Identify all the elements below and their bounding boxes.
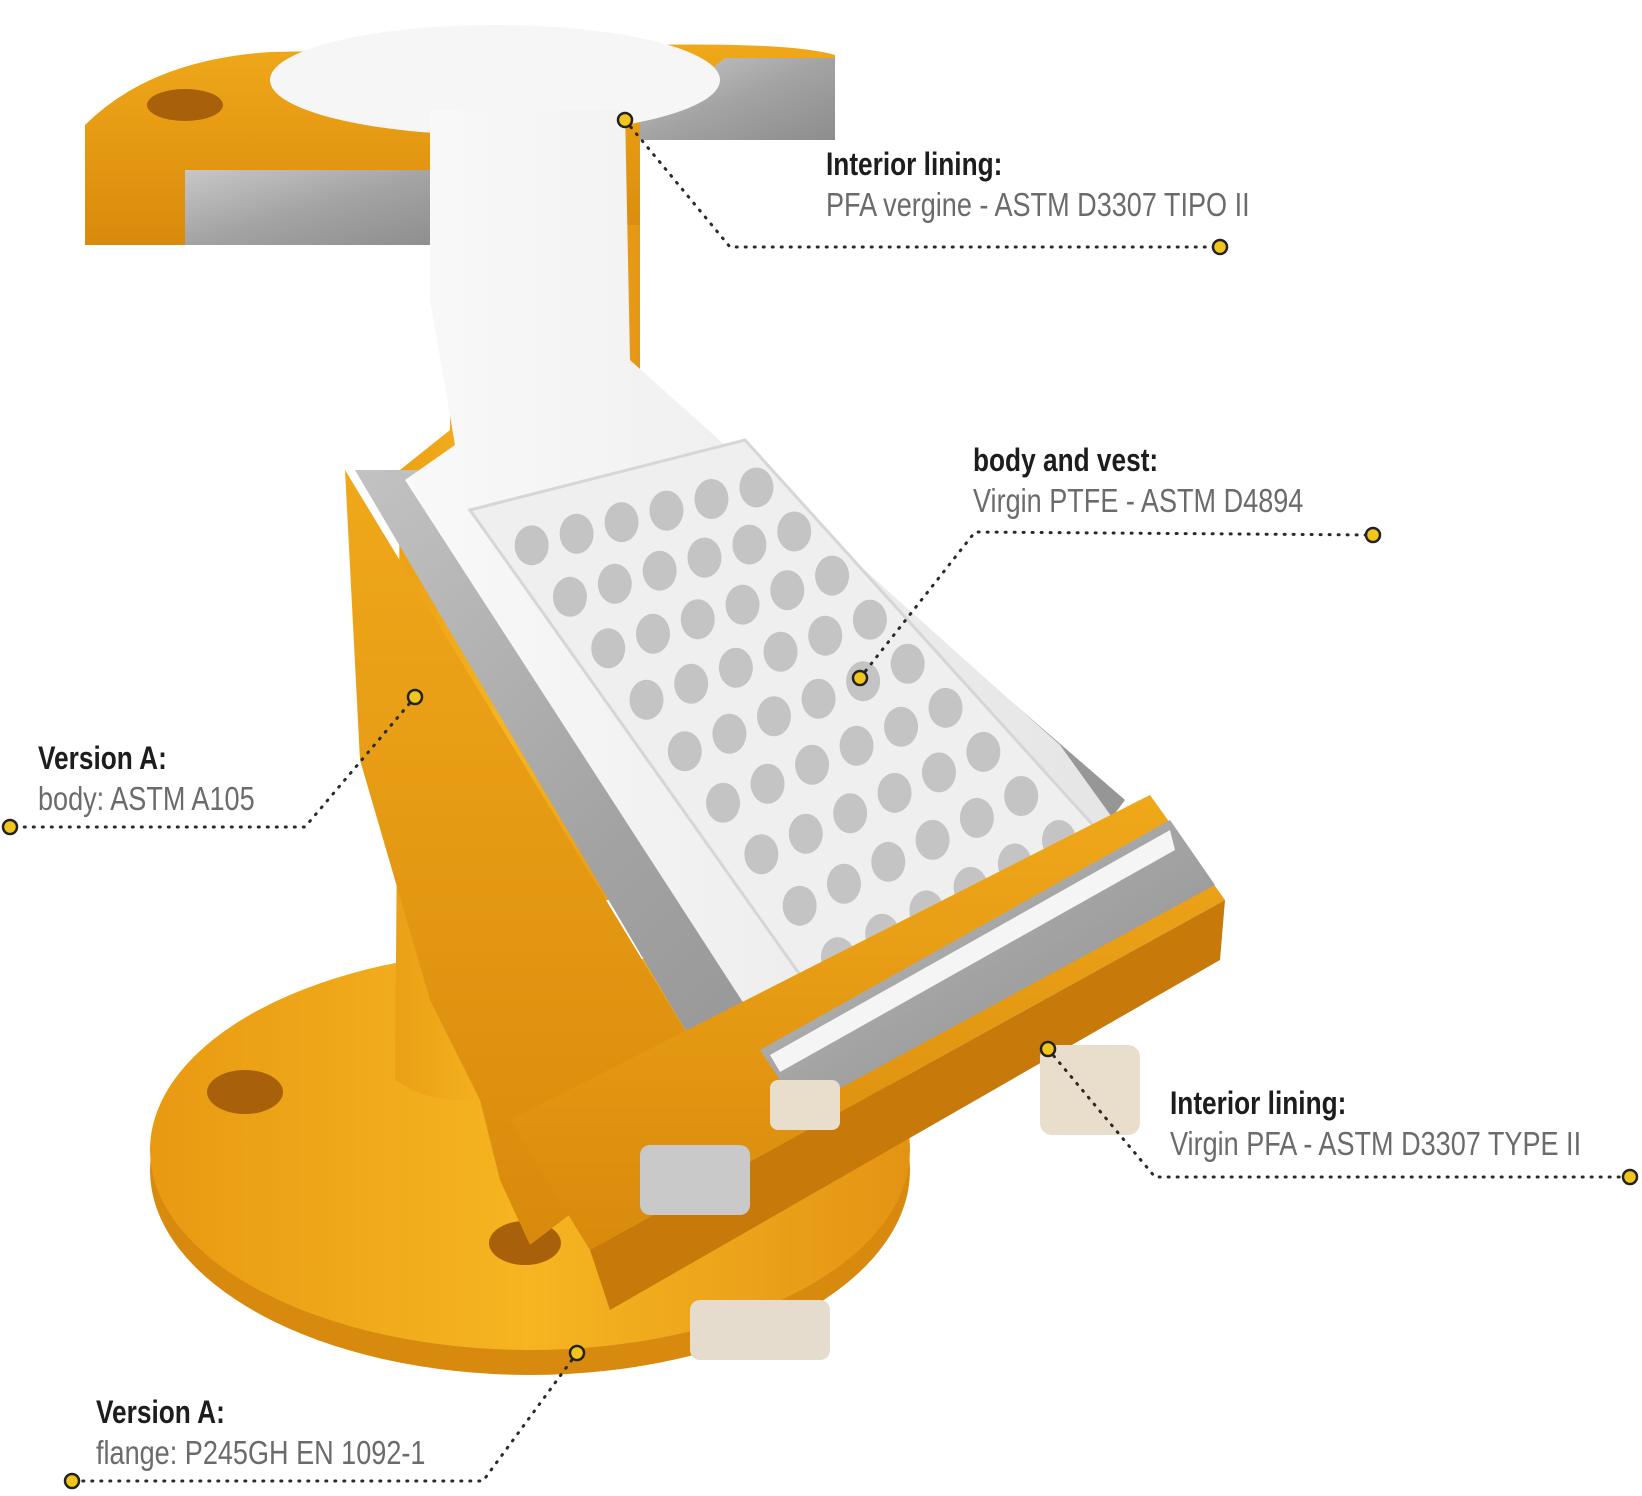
- callout-2-value: Virgin PTFE - ASTM D4894: [973, 482, 1304, 519]
- leader-line-1: [623, 118, 1222, 249]
- screen-hole: [694, 479, 729, 520]
- screen-hole: [808, 615, 843, 656]
- callout-5-label: Version A: flange: P245GH EN 1092-1: [96, 1392, 498, 1474]
- screen-hole: [788, 813, 823, 854]
- screen-hole: [826, 863, 861, 904]
- screen-hole: [739, 467, 774, 508]
- screen-hole: [770, 570, 805, 611]
- screen-hole: [877, 772, 912, 813]
- screen-hole: [801, 678, 836, 719]
- screen-hole: [884, 706, 919, 747]
- callout-1-title: Interior lining:: [826, 146, 1003, 182]
- screen-hole: [763, 631, 798, 672]
- callout-3-value: body: ASTM A105: [38, 780, 255, 817]
- screen-hole: [756, 696, 791, 737]
- screen-hole: [559, 513, 594, 554]
- callout-3-title: Version A:: [38, 740, 167, 776]
- screen-hole: [890, 643, 925, 684]
- callout-1-value: PFA vergine - ASTM D3307 TIPO II: [826, 186, 1250, 223]
- screen-hole: [649, 490, 684, 531]
- screen-hole: [687, 537, 722, 578]
- screen-hole: [635, 613, 670, 654]
- callout-1-label: Interior lining: PFA vergine - ASTM D330…: [826, 144, 1343, 226]
- bolts: [640, 1045, 1140, 1360]
- leader-line-4: [1046, 1047, 1632, 1179]
- leader-line-2: [858, 530, 1375, 680]
- callout-dot: [1211, 238, 1229, 256]
- callout-dot: [1621, 1168, 1639, 1186]
- screen-hole: [706, 782, 741, 823]
- screen-hole: [795, 744, 830, 785]
- screen-hole: [852, 599, 887, 640]
- screen-hole: [750, 763, 785, 804]
- callout-5-title: Version A:: [96, 1394, 225, 1430]
- callout-dot: [1, 818, 19, 836]
- screen-hole: [680, 599, 715, 640]
- screen-hole: [732, 524, 767, 565]
- screen-hole: [718, 647, 753, 688]
- screen-hole: [667, 731, 702, 772]
- callout-dot: [406, 688, 424, 706]
- screen-hole: [966, 731, 1001, 772]
- callout-dot: [63, 1472, 81, 1490]
- callout-dot: [568, 1344, 586, 1362]
- screen-hole: [514, 525, 549, 566]
- callout-dot: [1364, 526, 1382, 544]
- callout-4-value: Virgin PFA - ASTM D3307 TYPE II: [1170, 1125, 1582, 1162]
- screen-hole: [839, 725, 874, 766]
- callout-2-label: body and vest: Virgin PTFE - ASTM D4894: [973, 440, 1376, 522]
- callout-dot: [616, 111, 634, 129]
- leader-line-3: [8, 695, 417, 829]
- screen-hole: [744, 834, 779, 875]
- callout-4-title: Interior lining:: [1170, 1085, 1347, 1121]
- screen-hole: [815, 555, 850, 596]
- screen-hole: [674, 663, 709, 704]
- screen-hole: [552, 576, 587, 617]
- perforated-screen: [467, 438, 1123, 1012]
- leader-line-5: [70, 1351, 579, 1483]
- screen-hole: [597, 563, 632, 604]
- screen-hole: [833, 793, 868, 834]
- screen-hole: [1004, 775, 1039, 816]
- callout-dot: [851, 669, 869, 687]
- callout-2-title: body and vest:: [973, 442, 1159, 478]
- screen-hole: [782, 885, 817, 926]
- screen-hole: [959, 797, 994, 838]
- callout-4-label: Interior lining: Virgin PFA - ASTM D3307…: [1170, 1083, 1642, 1165]
- screen-hole: [604, 502, 639, 543]
- screen-hole: [629, 679, 664, 720]
- screen-hole: [921, 752, 956, 793]
- screen-hole: [591, 628, 626, 669]
- angled-shell: [345, 470, 700, 1245]
- screen-hole: [871, 841, 906, 882]
- screen-hole: [712, 713, 747, 754]
- screen-hole: [642, 550, 677, 591]
- callout-5-value: flange: P245GH EN 1092-1: [96, 1434, 426, 1471]
- screen-hole: [928, 687, 963, 728]
- screen-hole: [725, 584, 760, 625]
- callout-3-label: Version A: body: ASTM A105: [38, 738, 302, 820]
- screen-hole: [915, 819, 950, 860]
- screen-hole: [777, 511, 812, 552]
- callout-dot: [1039, 1040, 1057, 1058]
